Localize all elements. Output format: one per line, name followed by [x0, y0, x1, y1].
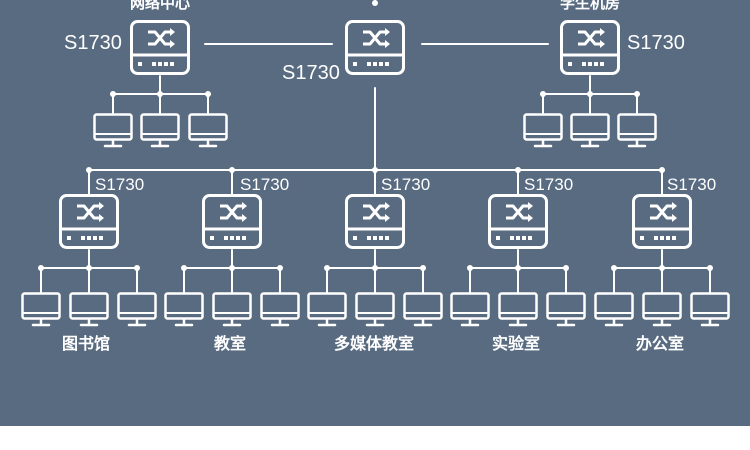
monitor-icon	[355, 292, 395, 327]
office-label: 办公室	[635, 334, 685, 353]
monitor-icon	[117, 292, 157, 327]
laboratory-switch-model: S1730	[524, 175, 574, 194]
monitor-icon	[164, 292, 204, 327]
laboratory-label: 实验室	[491, 334, 541, 353]
office-switch-model: S1730	[667, 175, 717, 194]
monitor-icon	[93, 113, 133, 148]
monitor-icon	[307, 292, 347, 327]
monitor-icon	[450, 292, 490, 327]
multimedia-switch-model: S1730	[381, 175, 431, 194]
student-lab-label: 学生机房	[559, 0, 621, 12]
monitor-icon	[523, 113, 563, 148]
monitor-icon	[594, 292, 634, 327]
monitor-icon	[69, 292, 109, 327]
classroom-label: 教室	[213, 334, 247, 353]
classroom-switch-model: S1730	[240, 175, 290, 194]
monitor-icon	[260, 292, 300, 327]
monitor-icon	[140, 113, 180, 148]
switch-icon	[202, 194, 262, 249]
monitor-icon	[617, 113, 657, 148]
network-center-model: S1730	[64, 32, 122, 54]
switch-icon	[130, 20, 190, 75]
switch-icon	[345, 20, 405, 75]
core-switch-model: S1730	[282, 62, 340, 84]
switch-icon	[488, 194, 548, 249]
multimedia-classroom-label: 多媒体教室	[333, 334, 415, 353]
monitor-icon	[403, 292, 443, 327]
network-topology-diagram: 网络中心 学生机房 S1730 S1730 S1730 S1730 S1730 …	[0, 0, 750, 426]
monitor-icon	[690, 292, 730, 327]
switch-icon	[560, 20, 620, 75]
monitor-icon	[642, 292, 682, 327]
switch-icon	[345, 194, 405, 249]
network-center-label: 网络中心	[129, 0, 191, 12]
junction-dot	[372, 0, 378, 6]
monitor-icon	[21, 292, 61, 327]
monitor-icon	[188, 113, 228, 148]
switch-icon	[59, 194, 119, 249]
monitor-icon	[570, 113, 610, 148]
library-switch-model: S1730	[95, 175, 145, 194]
monitor-icon	[546, 292, 586, 327]
switch-icon	[632, 194, 692, 249]
monitor-icon	[498, 292, 538, 327]
topology-canvas	[21, 0, 730, 327]
student-lab-model: S1730	[627, 32, 685, 54]
library-label: 图书馆	[61, 334, 111, 353]
monitor-icon	[212, 292, 252, 327]
